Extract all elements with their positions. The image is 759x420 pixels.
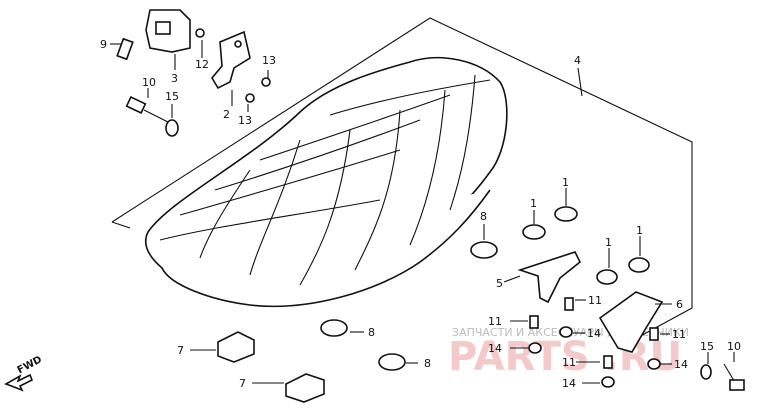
callout-1b: 1 — [562, 176, 569, 189]
callout-14d: 14 — [562, 377, 576, 390]
small-bolt-13-bottom — [245, 93, 255, 103]
callout-8a: 8 — [480, 210, 487, 223]
callout-11d: 11 — [562, 356, 576, 369]
callout-15b: 15 — [700, 340, 714, 353]
callout-3: 3 — [171, 72, 178, 85]
bracket-part-5 — [517, 251, 582, 304]
callout-6: 6 — [676, 298, 683, 311]
callout-13a: 13 — [262, 54, 276, 67]
callout-11b: 11 — [488, 315, 502, 328]
bracket-part-6 — [598, 291, 664, 353]
callout-leaders — [110, 40, 735, 384]
callout-7b: 7 — [239, 377, 246, 390]
small-bolt-12 — [195, 28, 205, 38]
callout-11c: 11 — [672, 328, 686, 341]
rod-part — [116, 37, 134, 61]
seat-assembly-frame — [111, 17, 693, 347]
frame-edge-left — [111, 221, 131, 229]
callout-10a: 10 — [142, 76, 156, 89]
callout-15a: 15 — [165, 90, 179, 103]
callout-13b: 13 — [238, 114, 252, 127]
callout-5: 5 — [496, 277, 503, 290]
block-part-7-upper — [217, 331, 255, 363]
seat-latch-part — [145, 9, 191, 53]
callout-2: 2 — [223, 108, 230, 121]
callout-11a: 11 — [588, 294, 602, 307]
seat-illustration — [144, 56, 508, 308]
callout-4: 4 — [574, 54, 581, 67]
callout-1a: 1 — [530, 197, 537, 210]
callout-14c: 14 — [674, 358, 688, 371]
washer-part-right — [700, 364, 712, 380]
washer-part-left — [165, 119, 179, 137]
bolt-part-right — [723, 363, 745, 391]
bolt-part-left — [125, 96, 169, 123]
block-part-7-lower — [285, 373, 325, 403]
small-bolt-13-top — [261, 77, 271, 87]
callout-labels: 9 3 12 2 13 13 10 15 4 8 1 1 1 1 8 5 11 … — [100, 38, 741, 390]
callout-9: 9 — [100, 38, 107, 51]
callout-7a: 7 — [177, 344, 184, 357]
cushion-group — [320, 206, 650, 371]
fwd-label: FWD — [16, 354, 44, 376]
callout-12: 12 — [195, 58, 209, 71]
callout-8b: 8 — [368, 326, 375, 339]
callout-1d: 1 — [636, 224, 643, 237]
callout-8c: 8 — [424, 357, 431, 370]
callout-10b: 10 — [727, 340, 741, 353]
hinge-bracket-part — [211, 30, 251, 90]
callout-1c: 1 — [605, 236, 612, 249]
fwd-arrow-icon: FWD — [4, 354, 44, 392]
callout-14b: 14 — [488, 342, 502, 355]
callout-14a: 14 — [587, 327, 601, 340]
watermark-large-text: PARTS .RU — [448, 334, 682, 380]
